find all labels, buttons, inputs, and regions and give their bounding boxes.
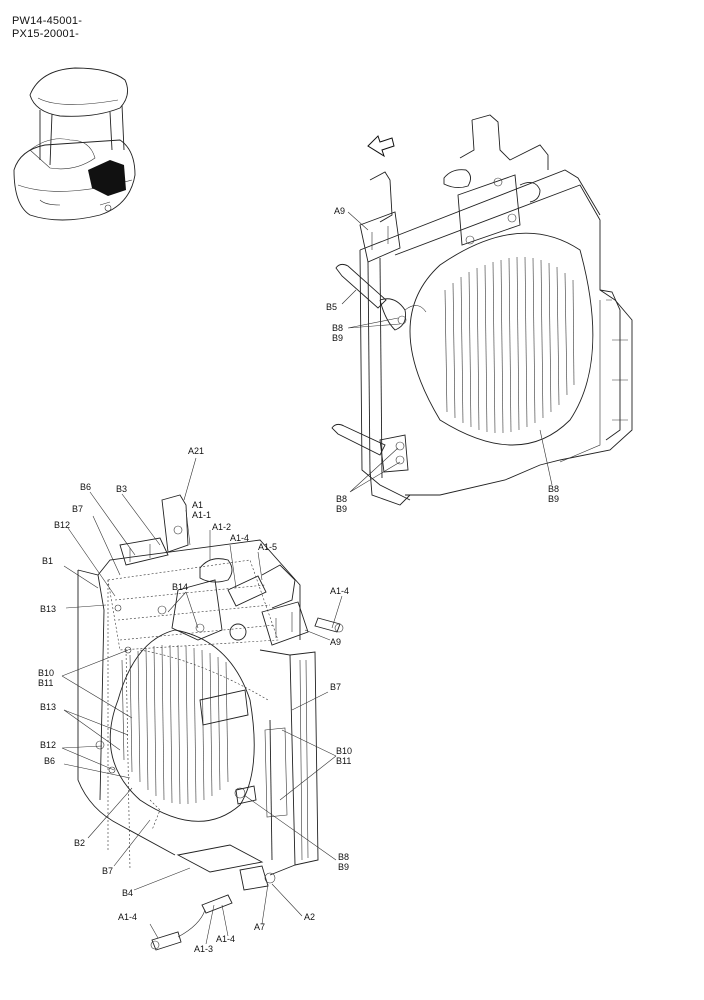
upper-callouts: A9 B5 B8 B9 B8 B9 B8 B9: [326, 206, 559, 514]
callout-label: B10: [336, 746, 352, 756]
callout-label: A21: [188, 446, 204, 456]
callout-label: B7: [330, 682, 341, 692]
callout-label: B7: [102, 866, 113, 876]
callout-label: B4: [122, 888, 133, 898]
callout-label: B10: [38, 668, 54, 678]
callout-label: B2: [74, 838, 85, 848]
serial-range-1: PW14-45001-: [12, 15, 83, 27]
callout-label: A1: [192, 500, 203, 510]
callout-label: A1-4: [330, 586, 349, 596]
callout-label: B8: [336, 494, 347, 504]
callout-label: B6: [44, 756, 55, 766]
machine-thumbnail: [13, 67, 136, 221]
callout-label: B8: [548, 484, 559, 494]
callout-label: B9: [548, 494, 559, 504]
callout-label: A9: [330, 637, 341, 647]
callout-label: B5: [326, 302, 337, 312]
callout-label: B8: [338, 852, 349, 862]
callout-label: B9: [338, 862, 349, 872]
callout-label: B7: [72, 504, 83, 514]
callout-label: B11: [336, 756, 351, 766]
callout-label: B12: [40, 740, 56, 750]
callout-label: A1-3: [194, 944, 213, 954]
callout-label: A1-5: [258, 542, 277, 552]
callout-label: A1-2: [212, 522, 231, 532]
callout-label: A7: [254, 922, 265, 932]
callout-label: B6: [80, 482, 91, 492]
callout-label: A1-4: [230, 533, 249, 543]
lower-radiator-assembly: [61, 457, 344, 951]
callout-label: B8: [332, 323, 343, 333]
upper-radiator-assembly: [331, 114, 633, 506]
callout-label: B12: [54, 520, 70, 530]
callout-label: A1-1: [192, 510, 211, 520]
callout-label: B1: [42, 556, 53, 566]
callout-label: B9: [332, 333, 343, 343]
callout-label: B13: [40, 604, 56, 614]
callout-label: A1-4: [216, 934, 235, 944]
callout-label: A2: [304, 912, 315, 922]
callout-label: B11: [38, 678, 53, 688]
callout-label: B3: [116, 484, 127, 494]
lower-callouts: A21 B6 B3 A1 A1-1 B7 A1-2 A1-4 A1-5 B12 …: [38, 446, 352, 954]
callout-label: B14: [172, 582, 188, 592]
callout-label: A9: [334, 206, 345, 216]
callout-label: B13: [40, 702, 56, 712]
serial-range-2: PX15-20001-: [12, 28, 80, 40]
direction-arrow-icon: [367, 135, 395, 158]
callout-label: A1-4: [118, 912, 137, 922]
callout-label: B9: [336, 504, 347, 514]
